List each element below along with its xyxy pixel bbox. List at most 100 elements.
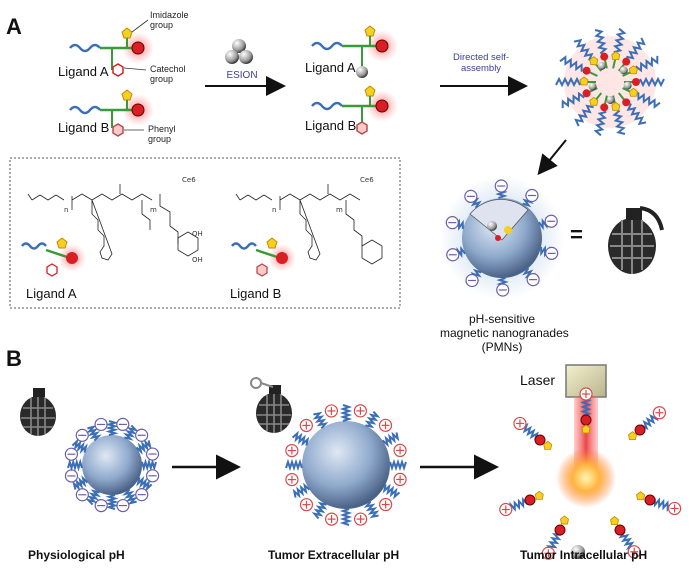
chem-ce6-b: Ce6 bbox=[360, 176, 374, 184]
catechol-dot bbox=[580, 414, 592, 426]
peg-arm bbox=[364, 410, 381, 429]
peg-arm bbox=[105, 494, 119, 510]
esion-dot bbox=[571, 545, 585, 559]
ligand-b-label: Ligand B bbox=[58, 120, 110, 135]
chem-ce6-a: Ce6 bbox=[182, 176, 196, 184]
pmn-sphere bbox=[440, 176, 564, 300]
peg-arm bbox=[639, 76, 665, 88]
ligand-b-label-2: Ligand B bbox=[305, 118, 357, 133]
imidazole-pentagon bbox=[589, 96, 599, 106]
peg-arm bbox=[136, 476, 153, 492]
esion-dot bbox=[597, 61, 606, 70]
peg-arm bbox=[72, 475, 89, 491]
phenyl-label: Phenyl group bbox=[148, 124, 176, 144]
ligand-a-label-2: Ligand A bbox=[305, 60, 356, 75]
laser-label: Laser bbox=[520, 372, 556, 388]
peg-arm bbox=[520, 422, 539, 441]
panel-a-letter: A bbox=[6, 14, 22, 39]
pin-icon bbox=[250, 377, 274, 389]
chem-structure-a bbox=[27, 184, 199, 261]
peg-arm bbox=[123, 424, 139, 441]
peg-arm bbox=[86, 425, 102, 442]
ligand-b-drawing bbox=[69, 89, 154, 137]
pmn-caption-line2: magnetic nanogranades bbox=[440, 326, 569, 340]
peg-arm bbox=[141, 458, 157, 472]
peg-arm bbox=[312, 411, 329, 430]
peg-arm bbox=[71, 438, 88, 454]
intracellular-fragments bbox=[499, 387, 682, 560]
peg-arm bbox=[561, 91, 585, 109]
extracellular-label: Tumor Extracellular pH bbox=[268, 548, 400, 562]
peg-arm bbox=[637, 92, 661, 109]
imidazole-pentagon bbox=[628, 431, 637, 441]
catechol-dot bbox=[524, 494, 536, 506]
imidazole-pentagon bbox=[534, 490, 544, 500]
catechol-dot bbox=[534, 434, 546, 446]
physiological-particle bbox=[64, 417, 160, 513]
peg-arm bbox=[363, 500, 380, 519]
structure-box bbox=[9, 157, 401, 309]
peg-arm bbox=[339, 508, 353, 526]
extracellular-particle bbox=[285, 404, 407, 526]
catechol-dot bbox=[582, 66, 591, 75]
peg-arm bbox=[618, 531, 635, 550]
esion-dot bbox=[623, 81, 632, 90]
esion-dot bbox=[588, 82, 597, 91]
ligand-a-with-esion bbox=[311, 25, 398, 78]
peg-arm bbox=[509, 496, 529, 512]
peg-arm bbox=[339, 404, 353, 422]
box-ligand-a-icon bbox=[21, 237, 86, 277]
peg-arm bbox=[574, 104, 594, 127]
pmn-caption-line1: pH-sensitive bbox=[468, 312, 536, 326]
catechol-dot bbox=[632, 78, 640, 86]
peg-arm bbox=[573, 38, 594, 61]
imidazole-pentagon bbox=[636, 491, 645, 501]
esion-label: ESION bbox=[226, 70, 258, 81]
imidazole-pentagon bbox=[589, 56, 599, 66]
peg-arm bbox=[122, 488, 138, 505]
catechol-label: Catechol group bbox=[150, 64, 186, 84]
box-ligand-b-label: Ligand B bbox=[230, 286, 282, 301]
catechol-dot bbox=[600, 52, 609, 61]
imidazole-pentagon bbox=[628, 87, 638, 97]
chem-n-a: n bbox=[64, 206, 69, 214]
catechol-dot bbox=[600, 103, 609, 112]
peg-arm bbox=[285, 458, 303, 472]
chem-m-a: m bbox=[150, 206, 157, 214]
peg-arm bbox=[105, 420, 119, 436]
peg-arm bbox=[311, 501, 328, 520]
catechol-dot bbox=[582, 89, 591, 98]
peg-arm bbox=[612, 27, 627, 54]
explosion-glow bbox=[556, 448, 616, 508]
peg-arm bbox=[640, 412, 659, 431]
ligand-a-label: Ligand A bbox=[58, 64, 109, 79]
box-ligand-b-icon bbox=[231, 237, 296, 277]
peg-arm bbox=[382, 483, 401, 500]
esion-dot bbox=[619, 66, 628, 75]
chem-oh-1: OH bbox=[192, 230, 203, 238]
chem-m-b: m bbox=[336, 206, 343, 214]
imidazole-pentagon bbox=[610, 516, 619, 526]
peg-arm bbox=[594, 29, 608, 55]
panel-b-letter: B bbox=[6, 346, 22, 371]
imidazole-pentagon bbox=[581, 424, 591, 434]
peg-arm bbox=[381, 431, 400, 448]
peg-arm bbox=[559, 55, 583, 72]
grenade-icon-b2 bbox=[255, 384, 293, 434]
catechol-dot bbox=[614, 524, 626, 536]
peg-arm bbox=[635, 55, 659, 73]
intracellular-label: Tumor Intracellular pH bbox=[520, 548, 648, 562]
assembled-micelle bbox=[555, 27, 665, 137]
imidazole-pentagon bbox=[628, 65, 638, 75]
equals-sign: = bbox=[570, 222, 583, 247]
box-ligand-a-label: Ligand A bbox=[26, 286, 77, 301]
peg-arm bbox=[555, 76, 581, 88]
chem-n-b: n bbox=[272, 206, 277, 214]
pmn-caption-line3: (PMNs) bbox=[481, 340, 523, 354]
peg-arm bbox=[67, 458, 83, 472]
peg-arm bbox=[85, 489, 101, 506]
imidazole-label: Imidazole group bbox=[150, 10, 189, 30]
physiological-label: Physiological pH bbox=[28, 548, 125, 562]
catechol-dot bbox=[622, 57, 631, 66]
group-pointers bbox=[123, 19, 149, 131]
